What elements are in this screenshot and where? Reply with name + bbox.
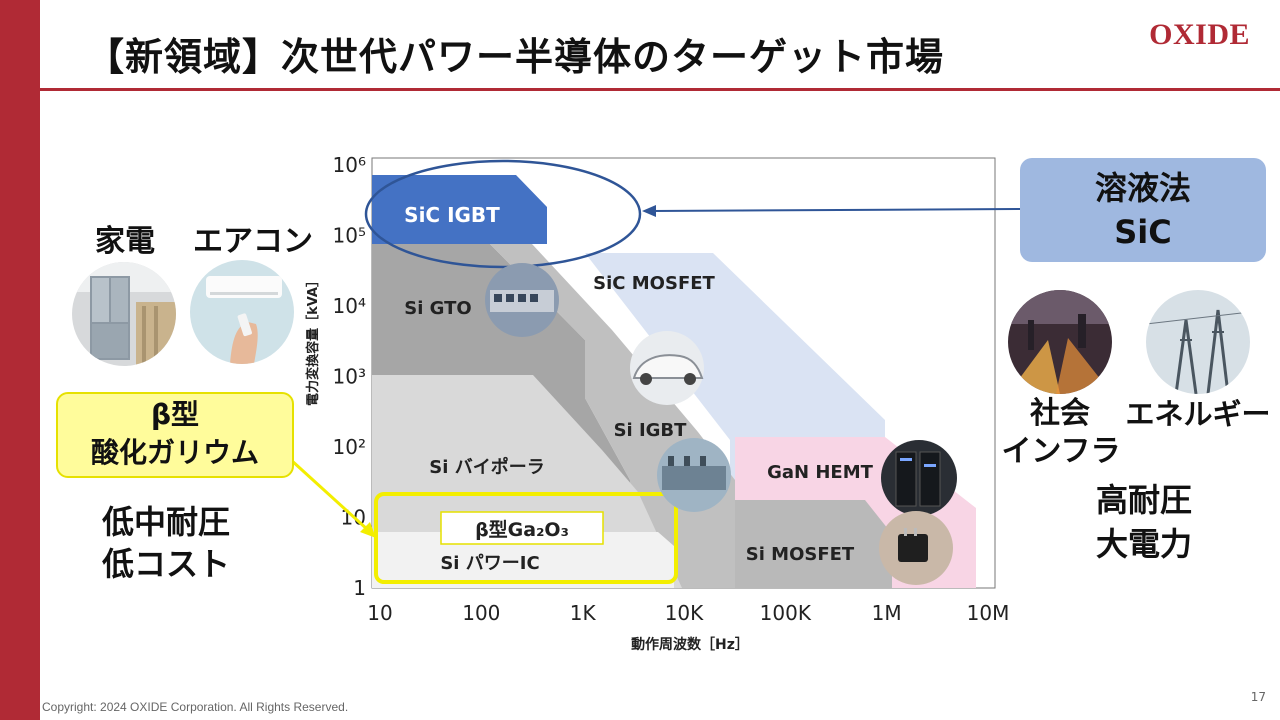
label-infra: インフラ xyxy=(1001,434,1121,469)
power-line-photo xyxy=(1146,290,1250,394)
city-photo xyxy=(1008,290,1112,394)
x-tick-label: 100K xyxy=(760,601,812,625)
power-semiconductor-chart: SiC IGBT SiC MOSFET Si GTO Si IGBT Si バイ… xyxy=(300,150,1020,660)
y-tick-label: 10⁵ xyxy=(333,224,366,248)
y-tick-label: 10⁴ xyxy=(333,294,366,318)
label-high-power: 大電力 xyxy=(1095,525,1192,563)
label-aircon: エアコン xyxy=(193,224,313,259)
y-tick-label: 1 xyxy=(353,576,366,600)
copyright-footer: Copyright: 2024 OXIDE Corporation. All R… xyxy=(42,700,349,714)
train-photo xyxy=(485,263,559,337)
x-tick-label: 10K xyxy=(665,601,704,625)
region-si-mosfet xyxy=(735,500,892,588)
factory-photo xyxy=(657,438,731,512)
y-tick-label: 10² xyxy=(333,435,366,459)
x-axis-ticks: 10 100 1K 10K 100K 1M 10M xyxy=(367,601,1009,625)
label-si-mosfet: Si MOSFET xyxy=(746,544,855,565)
region-si-power-ic xyxy=(372,532,674,588)
x-tick-label: 10 xyxy=(367,601,392,625)
title-divider xyxy=(40,88,1280,91)
ga2o3-label: β型Ga₂O₃ xyxy=(475,518,569,541)
sic-arrow xyxy=(642,205,1021,217)
sic-target-ellipse xyxy=(364,159,642,269)
y-axis-title: 電力変換容量［kVA］ xyxy=(305,274,321,406)
label-sic-igbt: SiC IGBT xyxy=(404,203,500,227)
ga2o3-label-box xyxy=(440,511,604,545)
ga-callout-line1: β型 xyxy=(150,398,200,431)
ga-callout-line2: 酸化ガリウム xyxy=(90,436,259,469)
ga2o3-connector xyxy=(278,448,376,538)
label-si-bipolar: Si バイポーラ xyxy=(429,456,544,478)
label-si-igbt: Si IGBT xyxy=(614,420,688,441)
label-kaden: 家電 xyxy=(95,224,155,259)
y-axis-ticks: 11010²10³10⁴10⁵10⁶ xyxy=(333,153,366,600)
air-conditioner-photo xyxy=(190,260,294,364)
x-tick-label: 10M xyxy=(967,601,1010,625)
server-rack-photo xyxy=(881,440,957,516)
sic-callout-line1: 溶液法 xyxy=(1094,169,1191,207)
label-gan-hemt: GaN HEMT xyxy=(767,462,874,483)
slide-title: 【新領域】次世代パワー半導体のターゲット市場 xyxy=(86,35,945,79)
label-high-voltage: 高耐圧 xyxy=(1095,481,1192,519)
car-photo xyxy=(630,331,704,405)
solution-sic-callout: 溶液法 SiC xyxy=(1020,158,1266,262)
region-sic-igbt xyxy=(372,175,547,244)
left-accent-bar xyxy=(0,0,40,720)
refrigerator-photo xyxy=(72,262,176,366)
y-tick-label: 10³ xyxy=(333,365,366,389)
y-tick-label: 10⁶ xyxy=(333,153,366,177)
x-tick-label: 1M xyxy=(872,601,902,625)
page-number: 17 xyxy=(1250,690,1266,704)
oxide-logo: OXIDE xyxy=(1149,18,1250,51)
beta-ga2o3-callout: β型 酸化ガリウム xyxy=(56,392,294,478)
label-si-gto: Si GTO xyxy=(404,298,471,319)
x-axis-title: 動作周波数［Hz］ xyxy=(631,636,749,653)
label-si-power-ic: Si パワーIC xyxy=(440,553,539,574)
chart-svg: SiC IGBT SiC MOSFET Si GTO Si IGBT Si バイ… xyxy=(305,153,1009,653)
label-energy: エネルギー xyxy=(1125,397,1271,431)
label-shakai: 社会 xyxy=(1030,396,1090,431)
x-tick-label: 100 xyxy=(462,601,500,625)
label-sic-mosfet: SiC MOSFET xyxy=(593,273,715,294)
charger-photo xyxy=(879,511,953,585)
sic-callout-line2: SiC xyxy=(1114,213,1172,251)
label-low-cost: 低コスト xyxy=(101,545,230,583)
label-low-voltage: 低中耐圧 xyxy=(101,503,230,541)
x-tick-label: 1K xyxy=(570,601,597,625)
